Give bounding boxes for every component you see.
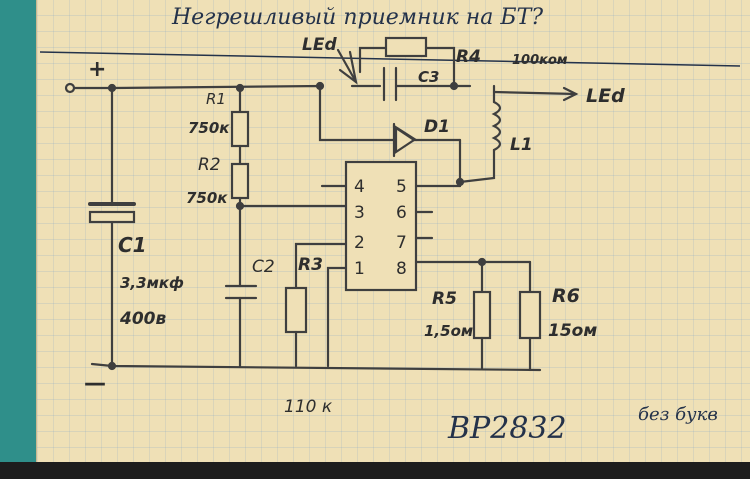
r4-label: R4 bbox=[456, 47, 481, 67]
component-labels: R1 750к R2 750к C1 3,3мкф 400в C2 R3 110… bbox=[118, 35, 625, 417]
background-table bbox=[0, 462, 750, 479]
led-right-label: LEd bbox=[586, 85, 625, 107]
r6-value: 15ом bbox=[548, 321, 597, 341]
minus-label: — bbox=[84, 371, 106, 396]
title-underline bbox=[39, 51, 741, 67]
d1-label: D1 bbox=[424, 117, 450, 137]
c1-value: 3,3мкф bbox=[120, 274, 184, 292]
r6-label: R6 bbox=[552, 285, 580, 307]
pin-2: 2 bbox=[354, 233, 365, 253]
r3-value: 110 к bbox=[284, 397, 333, 417]
pencil-circuit bbox=[64, 36, 579, 372]
chip-name: BP2832 bbox=[447, 411, 567, 446]
led-top-label: LEd bbox=[302, 35, 337, 55]
pin-1: 1 bbox=[354, 259, 365, 279]
pin-7: 7 bbox=[396, 233, 407, 253]
r2-value: 750к bbox=[186, 189, 228, 207]
r3-label: R3 bbox=[298, 255, 323, 275]
background-wall bbox=[0, 0, 40, 479]
c1-voltage: 400в bbox=[119, 309, 166, 329]
pin-5: 5 bbox=[396, 177, 407, 197]
r1-value: 750к bbox=[188, 119, 230, 137]
r1-label: R1 bbox=[206, 90, 226, 108]
r2-label: R2 bbox=[198, 155, 221, 175]
r5-value: 1,5ом bbox=[424, 322, 473, 340]
r5-label: R5 bbox=[432, 289, 457, 309]
pin-8: 8 bbox=[396, 259, 407, 279]
l1-label: L1 bbox=[510, 135, 533, 155]
c3-label: C3 bbox=[418, 68, 439, 86]
c2-label: C2 bbox=[252, 257, 275, 277]
pin-6: 6 bbox=[396, 203, 407, 223]
ic-pin-numbers: 4 3 2 1 5 6 7 8 bbox=[354, 177, 407, 279]
pin-4: 4 bbox=[354, 177, 365, 197]
r4-value: 100ком bbox=[512, 53, 568, 68]
c1-label: C1 bbox=[118, 233, 147, 257]
chip-note: без букв bbox=[638, 404, 718, 425]
plus-label: + bbox=[88, 57, 106, 82]
title-text: Негрешливый приемник на БТ? bbox=[171, 5, 543, 30]
pin-3: 3 bbox=[354, 203, 365, 223]
